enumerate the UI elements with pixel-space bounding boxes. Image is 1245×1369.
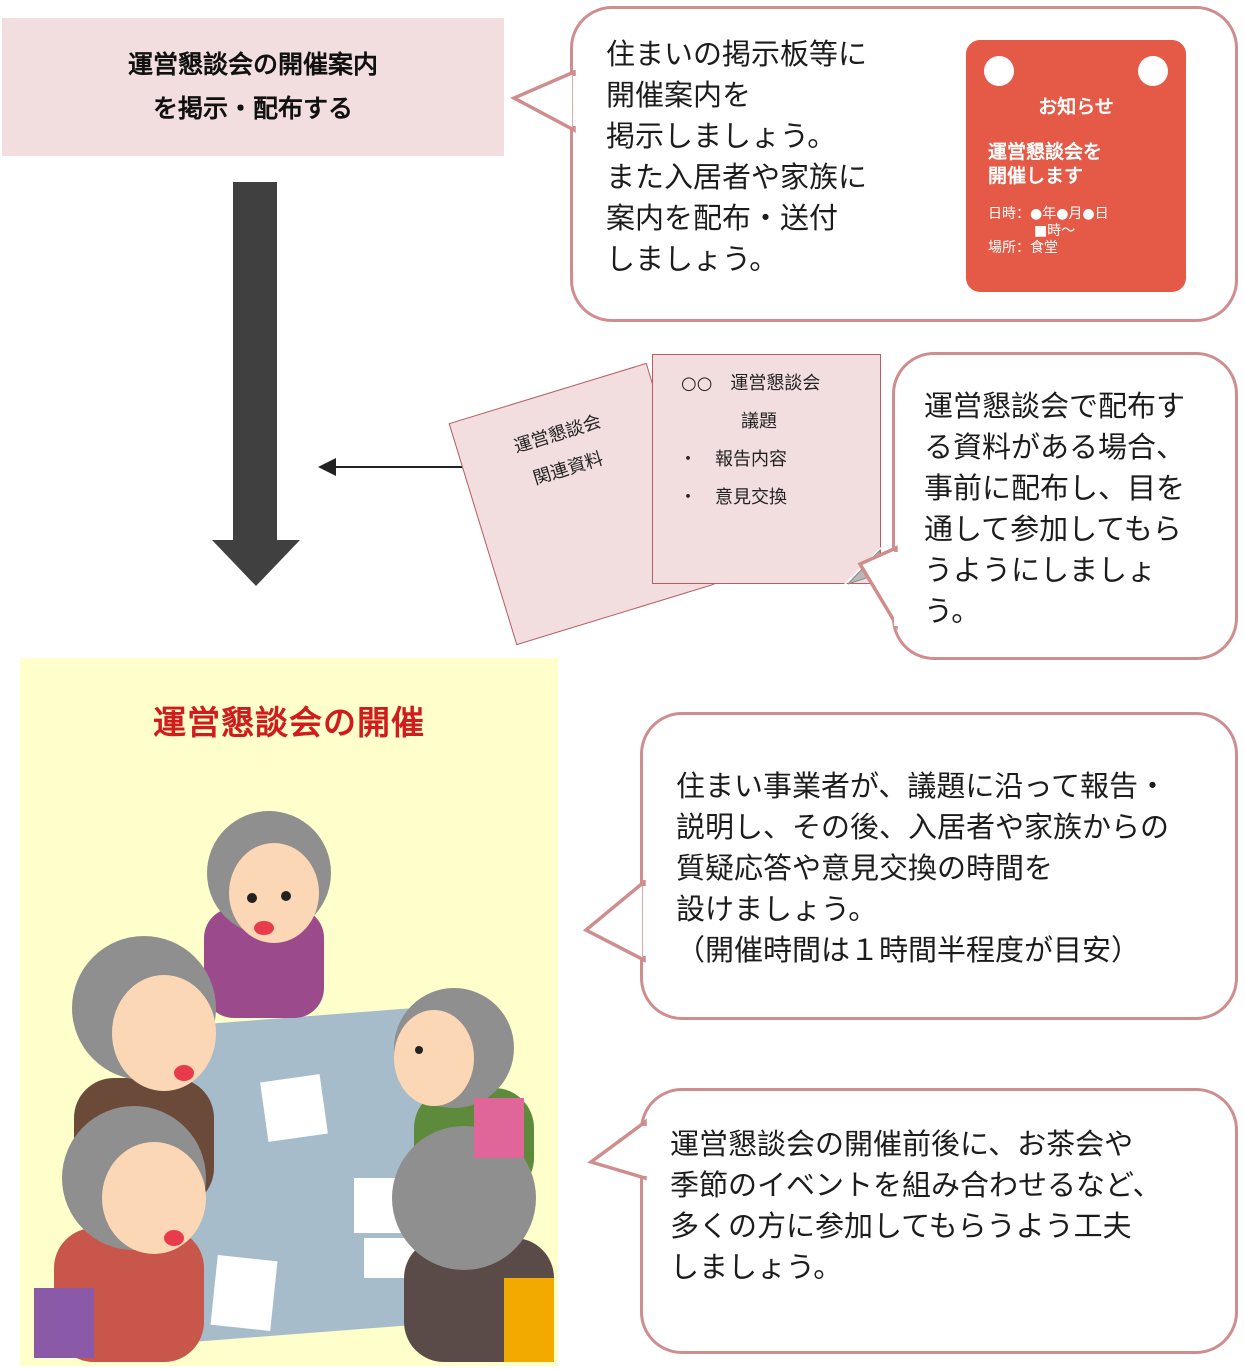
down-arrow-head xyxy=(212,540,300,586)
notice-paper: お知らせ 運営懇談会を 開催します 日時：●年●月●日 ■時～ 場所：食堂 xyxy=(966,40,1186,292)
notice-heading: 運営懇談会を 開催します xyxy=(988,140,1176,188)
agenda-bullet-text: 意見交換 xyxy=(715,487,787,508)
notice-title: お知らせ xyxy=(1038,96,1114,118)
text-line: 説明し、その後、入居者や家族からの xyxy=(676,810,1170,844)
text-line: る資料がある場合、 xyxy=(924,430,1186,464)
agenda-bullet-text: 報告内容 xyxy=(715,449,787,470)
text-line: 通して参加してもら xyxy=(924,512,1182,546)
text-line: （開催時間は１時間半程度が目安） xyxy=(676,933,1141,967)
text-line: う。 xyxy=(924,594,981,628)
bubble-tail xyxy=(510,70,580,133)
text-line: また入居者や家族に xyxy=(606,160,868,194)
event-speech-bubble xyxy=(640,1088,1238,1354)
notice-bubble-text: 住まいの掲示板等に 開催案内を 掲示しましょう。 また入居者や家族に 案内を配布… xyxy=(606,34,936,280)
event-bubble-text: 運営懇談会の開催前後に、お茶会や 季節のイベントを組み合わせるなど、 多くの方に… xyxy=(670,1124,1230,1288)
text-line: 運営懇談会の開催前後に、お茶会や xyxy=(670,1127,1134,1161)
notice-date: 日時：●年●月●日 xyxy=(988,206,1109,222)
notice-time: ■時～ xyxy=(1034,223,1076,239)
notice-place: 場所：食堂 xyxy=(988,240,1058,256)
notice-details: 日時：●年●月●日 ■時～ 場所：食堂 xyxy=(988,206,1180,257)
left-arrow-head xyxy=(318,458,336,476)
meeting-people-illustration xyxy=(34,811,554,1362)
left-arrow-icon xyxy=(334,466,482,468)
text-line: 設けましょう。 xyxy=(676,892,878,926)
meeting-title: 運営懇談会の開催 xyxy=(153,703,425,742)
text-line: 事前に配布し、目を xyxy=(924,471,1186,505)
text-line: 季節のイベントを組み合わせるなど、 xyxy=(670,1168,1162,1202)
text-line: 案内を配布・送付 xyxy=(606,201,839,235)
text-line: 質疑応答や意見交換の時間を xyxy=(676,851,1054,885)
agenda-bullet: ・ 意見交換 xyxy=(679,487,787,508)
agenda-bullet: ・ 報告内容 xyxy=(679,449,787,470)
down-arrow-icon xyxy=(233,182,277,542)
text-line: しましょう。 xyxy=(670,1250,843,1284)
step-line-1: 運営懇談会の開催案内 xyxy=(127,50,378,79)
text-line: 住まい事業者が、議題に沿って報告・ xyxy=(676,769,1167,803)
agenda-speech-bubble xyxy=(640,712,1238,1020)
pushpin-icon xyxy=(984,56,1014,86)
bubble-tail xyxy=(582,880,650,963)
text-line: 開催案内を xyxy=(606,78,752,112)
agenda-subtitle: 議題 xyxy=(741,411,777,432)
step-line-2: を掲示・配布する xyxy=(152,94,353,123)
text-line: うようにしましょ xyxy=(924,553,1157,587)
bubble-tail xyxy=(587,1118,650,1181)
materials-bubble-text: 運営懇談会で配布す る資料がある場合、 事前に配布し、目を 通して参加してもら … xyxy=(924,386,1224,632)
text-line: 運営懇談会で配布す xyxy=(924,389,1186,423)
pushpin-icon xyxy=(1138,56,1168,86)
notice-heading-line: 運営懇談会を xyxy=(988,141,1103,163)
text-line: 住まいの掲示板等に xyxy=(606,37,868,71)
agenda-title: ○○ 運営懇談会 xyxy=(681,373,821,394)
agenda-bubble-text: 住まい事業者が、議題に沿って報告・ 説明し、その後、入居者や家族からの 質疑応答… xyxy=(676,766,1216,971)
notice-heading-line: 開催します xyxy=(988,165,1084,187)
text-line: 掲示しましょう。 xyxy=(606,119,837,153)
step-box: 運営懇談会の開催案内 を掲示・配布する xyxy=(2,18,504,156)
text-line: しましょう。 xyxy=(606,242,779,276)
bubble-tail xyxy=(857,545,906,631)
materials-speech-bubble xyxy=(892,352,1238,660)
meeting-panel: 運営懇談会の開催 xyxy=(20,658,558,1366)
doc-back-text: 運営懇談会 関連資料 xyxy=(486,397,641,507)
text-line: 多くの方に参加してもらうよう工夫 xyxy=(670,1209,1132,1243)
agenda-document: ○○ 運営懇談会 議題 ・ 報告内容 ・ 意見交換 xyxy=(652,354,881,584)
